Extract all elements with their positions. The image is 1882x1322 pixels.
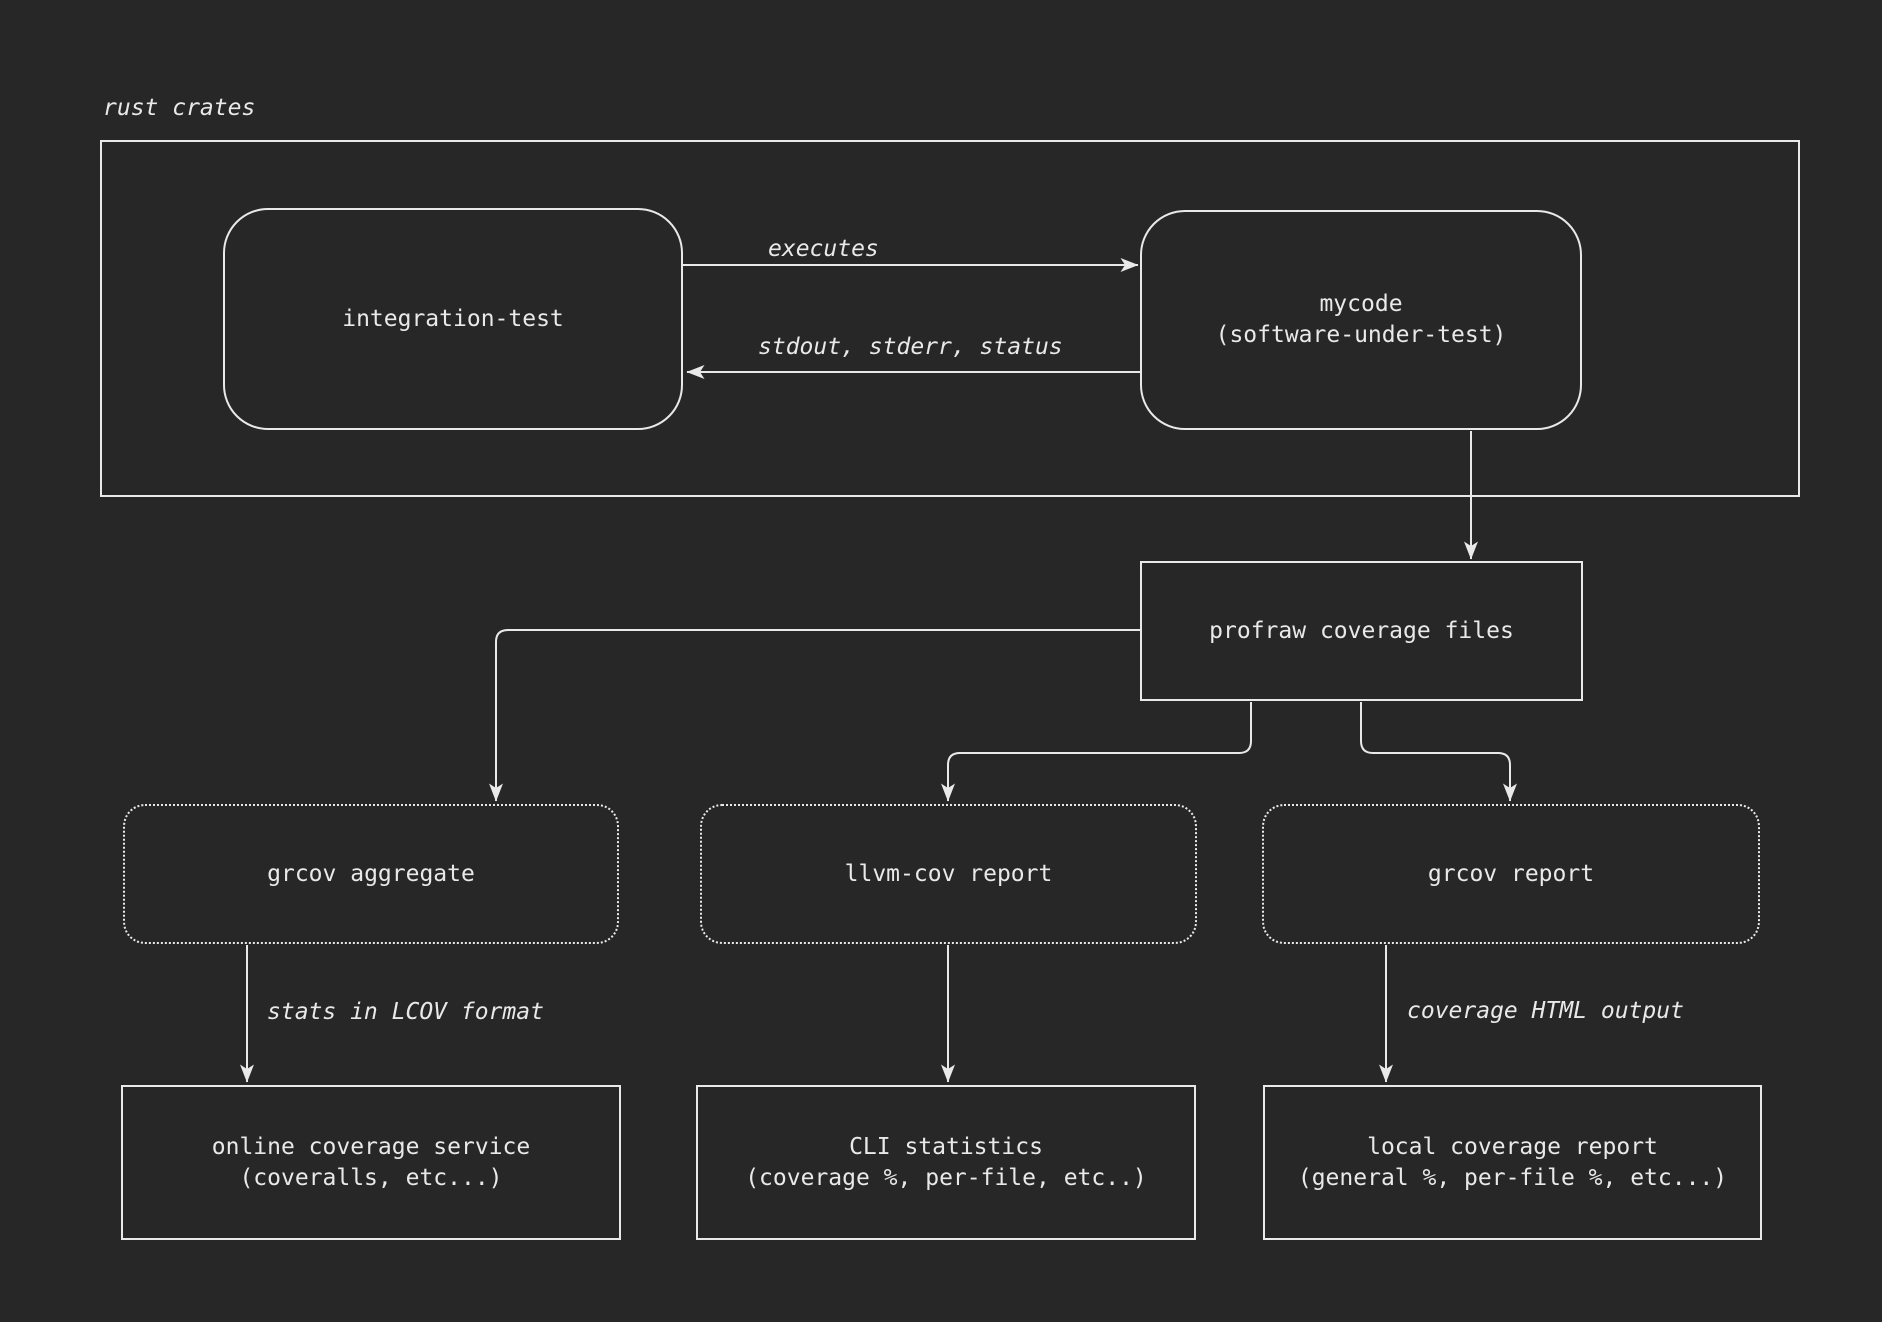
node-integration-test-label: integration-test (342, 305, 564, 332)
node-mycode-label-line2: (software-under-test) (1215, 322, 1507, 348)
node-mycode-label-line1: mycode (1319, 291, 1403, 317)
node-llvm-cov-report: llvm-cov report (700, 804, 1197, 944)
node-mycode: mycode (software-under-test) (1140, 210, 1582, 430)
edge-label-coverage-html-output: coverage HTML output (1407, 998, 1684, 1024)
node-grcov-aggregate-label: grcov aggregate (267, 860, 475, 887)
node-grcov-report: grcov report (1262, 804, 1760, 944)
node-profraw-coverage-files: profraw coverage files (1140, 561, 1583, 701)
node-grcov-aggregate: grcov aggregate (123, 804, 619, 944)
node-llvm-cov-report-label: llvm-cov report (844, 860, 1053, 887)
node-cli-statistics-line2: (coverage %, per-file, etc..) (745, 1164, 1147, 1191)
node-online-coverage-service: online coverage service (coveralls, etc.… (121, 1085, 621, 1240)
group-label-rust-crates: rust crates (103, 95, 256, 121)
node-cli-statistics-line1: CLI statistics (849, 1133, 1043, 1160)
edge-profraw-to-llvm-cov (941, 702, 1252, 802)
edge-label-executes: executes (768, 236, 879, 262)
node-cli-statistics: CLI statistics (coverage %, per-file, et… (696, 1085, 1196, 1240)
node-grcov-report-label: grcov report (1427, 860, 1595, 887)
edge-profraw-to-grcov-report (1360, 702, 1517, 802)
node-online-coverage-service-line2: (coveralls, etc...) (239, 1164, 503, 1191)
node-online-coverage-service-line1: online coverage service (211, 1133, 531, 1160)
node-local-coverage-report: local coverage report (general %, per-fi… (1263, 1085, 1762, 1240)
node-local-coverage-report-line2: (general %, per-file %, etc...) (1297, 1164, 1728, 1191)
node-integration-test: integration-test (223, 208, 683, 430)
group-box-rust-crates (100, 140, 1800, 497)
node-profraw-label: profraw coverage files (1209, 617, 1514, 644)
edge-profraw-to-grcov-aggregate (489, 629, 1140, 802)
edge-label-stats-in-lcov-format: stats in LCOV format (267, 999, 544, 1025)
node-local-coverage-report-line1: local coverage report (1367, 1133, 1658, 1160)
edge-label-stdout-stderr-status: stdout, stderr, status (758, 334, 1063, 360)
